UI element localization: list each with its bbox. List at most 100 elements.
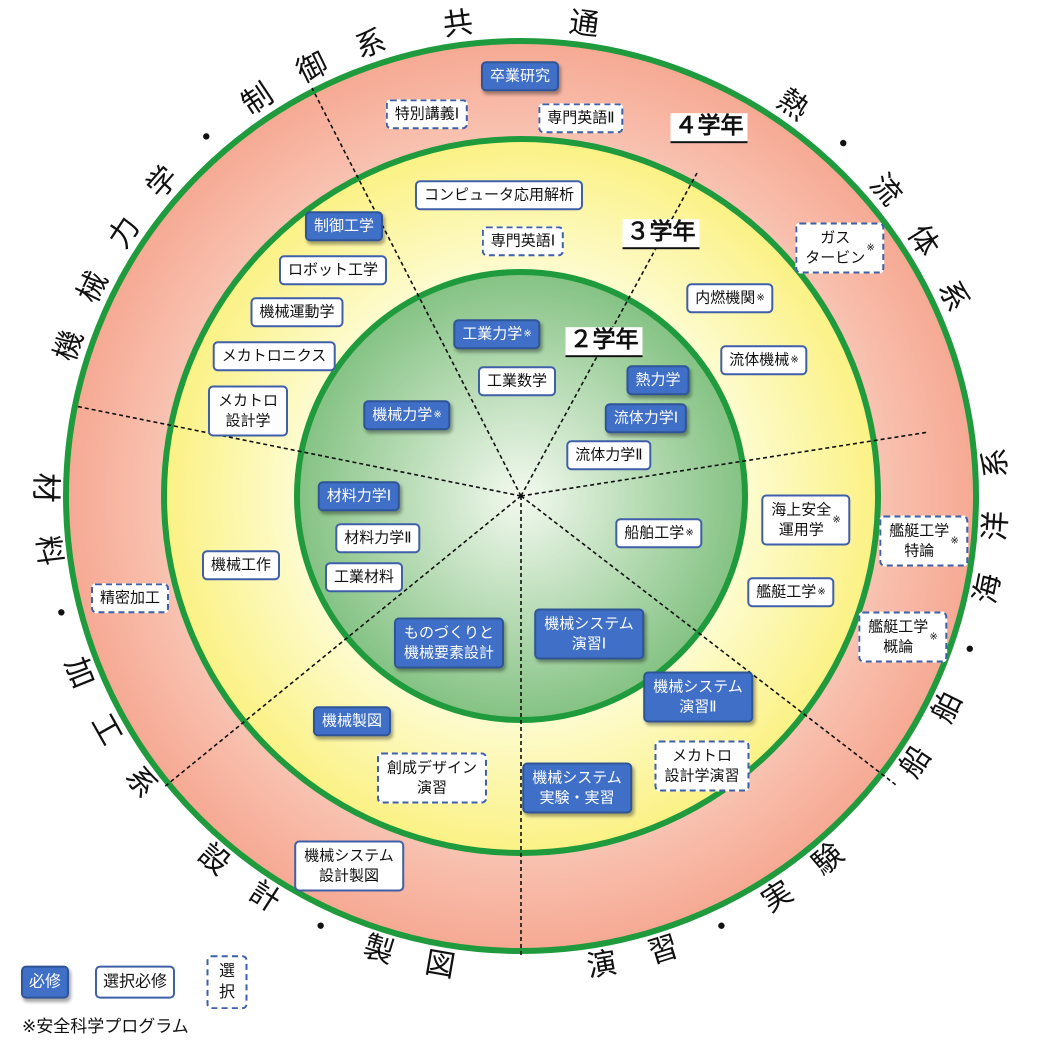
course-label: 内燃機関 bbox=[695, 288, 756, 307]
course-label: 卒業研究 bbox=[489, 66, 551, 85]
category-char: 材 bbox=[27, 472, 63, 503]
category-char bbox=[506, 3, 536, 38]
legend-required: 必修 bbox=[20, 965, 70, 999]
course-industrial-math: 工業数学 bbox=[477, 366, 557, 396]
course-label: 機械システム 実験・実習 bbox=[532, 768, 622, 807]
course-label: 機械運動学 bbox=[259, 302, 335, 321]
course-mechatro-design-practice: メカトロ 設計学演習 bbox=[654, 740, 750, 792]
safety-program-mark: ※ bbox=[523, 328, 532, 340]
category-char: 系 bbox=[977, 447, 1014, 479]
course-fluid-mechanics-2: 流体力学Ⅱ bbox=[566, 440, 652, 470]
course-industrial-materials: 工業材料 bbox=[324, 562, 404, 592]
course-thermodynamics: 熱力学 bbox=[626, 365, 690, 395]
safety-program-mark: ※ bbox=[756, 292, 765, 304]
course-marine-safety: 海上安全 運用学※ bbox=[761, 494, 851, 546]
safety-program-mark: ※ bbox=[866, 242, 875, 254]
course-label: 創成デザイン 演習 bbox=[386, 758, 478, 797]
course-label: 工業材料 bbox=[333, 567, 395, 586]
course-label: ガス タービン bbox=[805, 228, 866, 267]
category-char: 通 bbox=[567, 5, 601, 44]
course-material-mechanics-1: 材料力学Ⅰ bbox=[317, 481, 401, 511]
course-label: 機械システム 演習Ⅱ bbox=[653, 677, 743, 716]
course-label: 工業数学 bbox=[486, 371, 548, 390]
category-char: 料 bbox=[29, 534, 67, 568]
category-char: 演 bbox=[584, 945, 620, 985]
course-label: 機械力学 bbox=[372, 405, 433, 424]
course-label: 機械システム 設計製図 bbox=[304, 846, 394, 885]
course-label: コンピュータ応用解析 bbox=[423, 185, 575, 204]
divider-line-6 bbox=[74, 405, 522, 497]
course-label: 流体力学Ⅱ bbox=[575, 445, 643, 464]
category-char: 洋 bbox=[978, 510, 1015, 542]
category-char: 図 bbox=[422, 945, 458, 985]
course-label: 海上安全 運用学 bbox=[771, 500, 832, 539]
course-label: 制御工学 bbox=[313, 216, 375, 235]
course-label: 工業力学 bbox=[462, 324, 523, 343]
year-label-3: ３学年 bbox=[622, 219, 700, 249]
course-gas-turbine: ガス タービン※ bbox=[795, 222, 885, 274]
safety-program-mark: ※ bbox=[685, 527, 694, 539]
course-label: 精密加工 bbox=[99, 588, 161, 607]
safety-program-mark: ※ bbox=[929, 631, 938, 643]
category-char: 共 bbox=[441, 5, 475, 44]
course-mech-sys-experiment: 機械システム 実験・実習 bbox=[522, 762, 632, 814]
course-special-lecture-1: 特別講義Ⅰ bbox=[385, 99, 469, 129]
course-label: ロボット工学 bbox=[287, 260, 379, 279]
course-precision-machining: 精密加工 bbox=[90, 583, 170, 613]
course-label: 熱力学 bbox=[635, 370, 681, 389]
legend-selective-required: 選択必修 bbox=[94, 965, 176, 999]
course-label: 機械システム 演習Ⅰ bbox=[544, 614, 634, 653]
legend-elective: 選択 bbox=[206, 955, 248, 1009]
safety-program-mark: ※ bbox=[433, 409, 442, 421]
safety-program-mark: ※ bbox=[832, 514, 841, 526]
course-label: 機械製図 bbox=[321, 711, 383, 730]
course-graduation-research: 卒業研究 bbox=[480, 61, 560, 91]
course-tech-english-2: 専門英語Ⅱ bbox=[538, 103, 624, 133]
course-boat-eng-special: 艦艇工学 特論※ bbox=[879, 515, 969, 567]
course-fluid-mechanics-1: 流体力学Ⅰ bbox=[604, 403, 688, 433]
course-mech-drawing: 機械製図 bbox=[312, 706, 392, 736]
course-mechatronics: メカトロニクス bbox=[212, 341, 336, 371]
safety-program-mark: ※ bbox=[817, 586, 826, 598]
legend: 必修 選択必修 選択 bbox=[18, 955, 268, 1009]
safety-program-mark: ※ bbox=[790, 354, 799, 366]
course-label: 専門英語Ⅱ bbox=[547, 108, 615, 127]
course-ic-engine: 内燃機関※ bbox=[686, 283, 774, 313]
category-char: ・ bbox=[39, 594, 80, 632]
course-mechatro-design: メカトロ 設計学 bbox=[207, 385, 289, 437]
course-label: 艦艇工学 概論 bbox=[868, 617, 929, 656]
course-label: メカトロニクス bbox=[221, 346, 327, 365]
course-label: 船舶工学 bbox=[624, 523, 685, 542]
course-mech-sys-practice-2: 機械システム 演習Ⅱ bbox=[643, 671, 753, 723]
category-char: 海 bbox=[968, 570, 1008, 606]
safety-program-mark: ※ bbox=[950, 535, 959, 547]
year-label-4: ４学年 bbox=[670, 113, 748, 143]
course-label: 艦艇工学 特論 bbox=[889, 521, 950, 560]
course-ship-engineering: 船舶工学※ bbox=[615, 518, 703, 548]
course-label: 材料力学Ⅱ bbox=[344, 528, 412, 547]
course-label: 専門英語Ⅰ bbox=[490, 231, 556, 250]
course-computer-analysis: コンピュータ応用解析 bbox=[414, 180, 584, 210]
course-mechanics: 機械力学※ bbox=[363, 400, 451, 430]
course-mech-sys-design-drawing: 機械システム 設計製図 bbox=[294, 840, 404, 892]
divider-line-3 bbox=[520, 495, 897, 786]
course-robot-eng: ロボット工学 bbox=[278, 255, 388, 285]
category-char: 製 bbox=[359, 929, 398, 971]
course-mech-sys-practice-1: 機械システム 演習Ⅰ bbox=[534, 608, 644, 660]
course-fluid-machinery: 流体機械※ bbox=[720, 345, 808, 375]
course-boat-eng-intro: 艦艇工学 概論※ bbox=[858, 611, 948, 663]
category-char: 習 bbox=[644, 929, 683, 971]
course-monozukuri: ものづくりと 機械要素設計 bbox=[393, 617, 505, 669]
course-control-eng: 制御工学 bbox=[304, 211, 384, 241]
course-machine-work: 機械工作 bbox=[201, 550, 281, 580]
course-creative-design: 創成デザイン 演習 bbox=[376, 752, 488, 804]
course-label: 流体機械 bbox=[729, 350, 790, 369]
legend-footnote: ※安全科学プログラム bbox=[22, 1017, 189, 1037]
course-label: 流体力学Ⅰ bbox=[613, 408, 679, 427]
course-label: 特別講義Ⅰ bbox=[394, 104, 460, 123]
course-industrial-mechanics: 工業力学※ bbox=[453, 319, 541, 349]
course-material-mechanics-2: 材料力学Ⅱ bbox=[335, 523, 421, 553]
course-label: メカトロ 設計学 bbox=[217, 391, 279, 430]
divider-line-2 bbox=[520, 431, 930, 497]
category-label-common: 共 通 bbox=[441, 3, 601, 44]
